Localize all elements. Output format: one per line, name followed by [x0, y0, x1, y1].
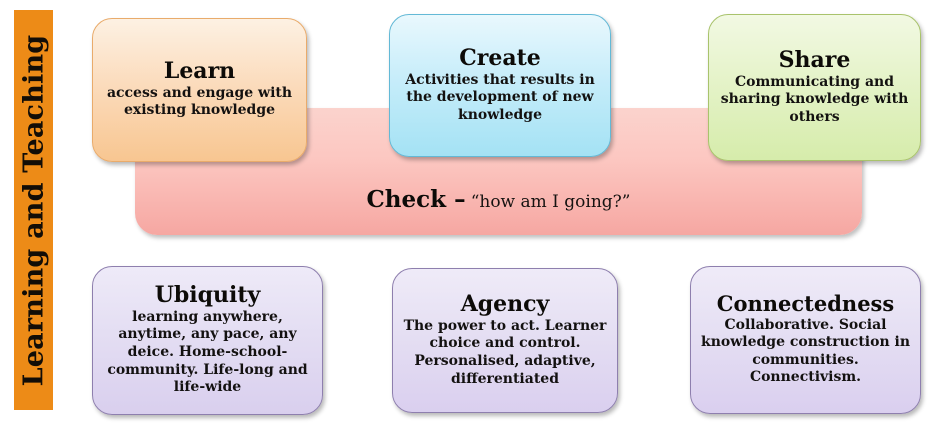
card-ubiquity: Ubiquity learning anywhere, anytime, any…	[92, 266, 323, 415]
card-share-title: Share	[778, 47, 851, 74]
card-ubiquity-description: learning anywhere, anytime, any pace, an…	[107, 308, 308, 396]
vertical-banner-learning-and-teaching: Learning and Teaching	[14, 10, 53, 410]
card-agency-description: The power to act. Learner choice and con…	[403, 317, 607, 387]
check-band-quote: “how am I going?”	[470, 192, 631, 212]
card-share-description: Communicating and sharing knowledge with…	[720, 73, 909, 125]
card-create-description: Activities that results in the developme…	[405, 71, 595, 123]
card-agency-title: Agency	[460, 290, 550, 317]
card-learn-description: access and engage with existing knowledg…	[106, 85, 293, 119]
card-create-title: Create	[459, 45, 541, 72]
card-create: Create Activities that results in the de…	[389, 14, 611, 157]
card-share: Share Communicating and sharing knowledg…	[708, 14, 921, 161]
card-connectedness: Connectedness Collaborative. Social know…	[690, 266, 921, 414]
check-band-title: Check –	[366, 186, 466, 213]
card-learn-title: Learn	[163, 58, 236, 85]
check-band-text: Check – “how am I going?”	[135, 186, 862, 213]
card-connectedness-description: Collaborative. Social knowledge construc…	[701, 316, 910, 386]
card-ubiquity-title: Ubiquity	[154, 282, 261, 309]
card-connectedness-title: Connectedness	[716, 290, 895, 316]
card-learn: Learn access and engage with existing kn…	[92, 18, 307, 162]
card-agency: Agency The power to act. Learner choice …	[392, 268, 618, 413]
banner-label: Learning and Teaching	[18, 34, 50, 386]
